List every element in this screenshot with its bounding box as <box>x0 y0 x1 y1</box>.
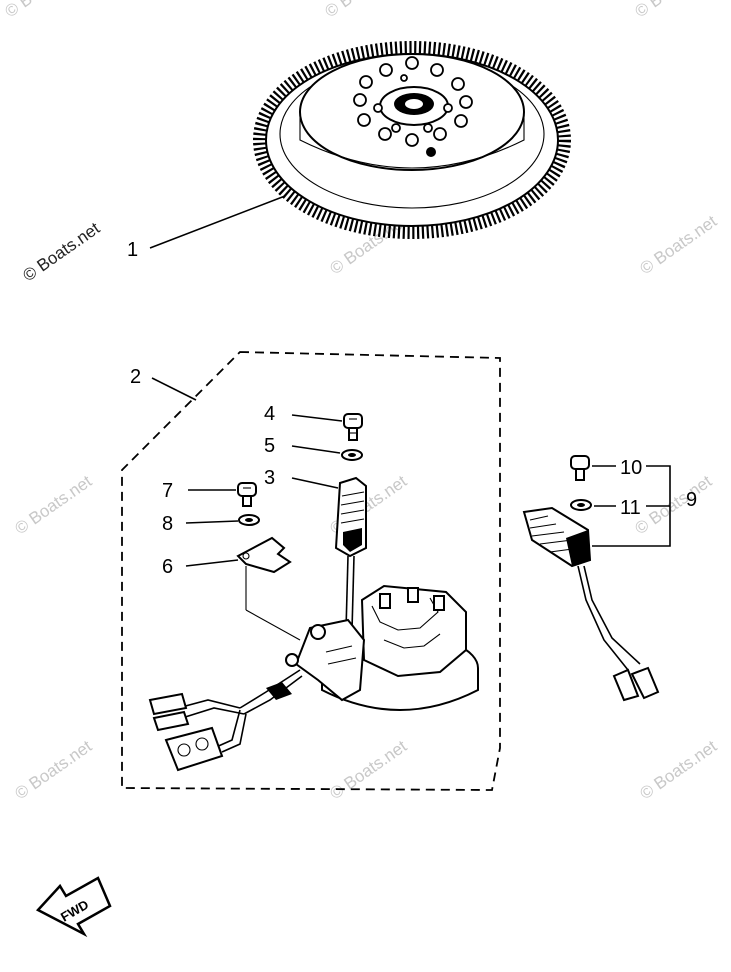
callout-3: 3 <box>264 467 275 489</box>
watermark: © Boats.net <box>326 736 410 803</box>
rectifier-part-9 <box>522 455 660 702</box>
leader-line-2 <box>151 377 197 401</box>
callout-2: 2 <box>130 366 141 388</box>
plate-part-6 <box>236 536 301 641</box>
callout-7: 7 <box>162 480 173 502</box>
watermark-main: © Boats.net <box>19 218 103 285</box>
watermark: © Boats.net <box>321 0 405 21</box>
callout-1: 1 <box>127 239 138 261</box>
watermark: © Boats.net <box>1 0 85 21</box>
leader-line-3 <box>291 477 339 489</box>
leader-line-5 <box>291 445 341 454</box>
screw-part-7 <box>237 482 257 507</box>
watermark: © Boats.net <box>636 211 720 278</box>
watermark: © Boats.net <box>11 736 95 803</box>
watermark: © Boats.net <box>636 736 720 803</box>
watermark: © Boats.net <box>11 471 95 538</box>
callout-4: 4 <box>264 403 275 425</box>
callout-8: 8 <box>162 513 173 535</box>
assembly-boundary-2 <box>121 351 501 791</box>
callout-6: 6 <box>162 556 173 578</box>
watermark: © Boats.net <box>631 471 715 538</box>
fwd-arrow-icon: FWD <box>35 876 112 938</box>
washer-part-8 <box>238 514 260 526</box>
leader-bracket-9 <box>592 465 671 547</box>
callout-10: 10 <box>620 457 642 479</box>
callout-9: 9 <box>686 489 697 511</box>
pulser-coil-part-3 <box>334 476 367 631</box>
screw-part-4 <box>343 413 363 441</box>
washer-part-5 <box>341 449 363 461</box>
callout-11: 11 <box>620 497 641 519</box>
leader-line-8 <box>185 520 239 524</box>
callout-5: 5 <box>264 435 275 457</box>
watermark: © Boats.net <box>631 0 715 21</box>
flywheel-part <box>253 41 571 239</box>
leader-line-6 <box>185 559 239 567</box>
leader-line-1 <box>149 195 286 249</box>
stator-base-part <box>148 584 479 772</box>
leader-line-4 <box>291 414 343 422</box>
